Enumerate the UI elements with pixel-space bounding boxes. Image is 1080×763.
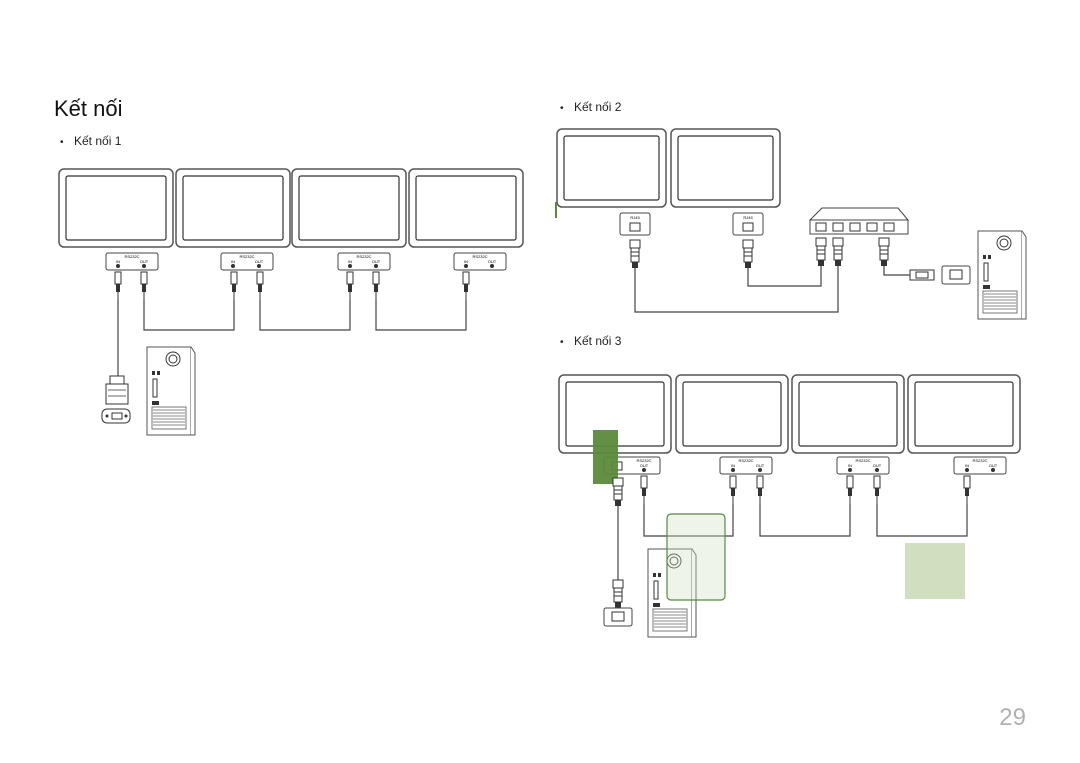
port-label-rj45: RJ45 — [630, 215, 640, 220]
port-panel: RS232C IN OUT — [836, 456, 890, 475]
monitor: RS232C IN OUT — [58, 168, 174, 271]
port-panel: RS232C IN OUT — [719, 456, 773, 475]
port-label-out: OUT — [372, 259, 381, 264]
port-label-out: OUT — [873, 463, 882, 468]
port-panel: RS232C IN OUT — [953, 456, 1007, 475]
page-title: Kết nối — [54, 96, 123, 121]
port-label-out: OUT — [989, 463, 998, 468]
monitor — [556, 128, 667, 208]
monitor — [907, 374, 1021, 454]
monitor: RS232C IN OUT — [408, 168, 524, 271]
port-label-out: OUT — [488, 259, 497, 264]
monitor — [675, 374, 789, 454]
port-label-in: IN — [731, 463, 735, 468]
rj45-port: RJ45 — [619, 212, 651, 236]
port-label-in: IN — [965, 463, 969, 468]
network-hub — [808, 207, 910, 235]
port-label-rs232c: RS232C — [972, 458, 987, 463]
port-label-in: IN — [348, 259, 352, 264]
port-label-out: OUT — [640, 463, 649, 468]
monitor: RS232C IN OUT — [175, 168, 291, 271]
port-label-in: IN — [231, 259, 235, 264]
pc-tower — [977, 230, 1027, 320]
bullet-icon: • — [560, 103, 564, 114]
section-label-connection-2: •Kết nối 2 — [560, 100, 622, 114]
port-label-in: IN — [116, 259, 120, 264]
monitor: RS232C IN OUT — [291, 168, 407, 271]
highlight-mark — [593, 430, 618, 484]
highlight-mark — [555, 202, 557, 218]
port-label-rs232c: RS232C — [636, 458, 651, 463]
monitor — [791, 374, 905, 454]
connection-2-diagram: RJ45 RJ45 — [555, 128, 1027, 320]
port-label-out: OUT — [255, 259, 264, 264]
port-label-rs232c: RS232C — [738, 458, 753, 463]
rj45-port: RJ45 — [732, 212, 764, 236]
highlight-box — [905, 543, 965, 599]
port-label-rs232c: RS232C — [124, 254, 139, 259]
bullet-icon: • — [560, 337, 564, 348]
port-label-rs232c: RS232C — [855, 458, 870, 463]
connection-1-diagram: RS232C IN OUT RS232C IN OUT RS232C IN OU… — [58, 168, 524, 436]
port-label-rs232c: RS232C — [239, 254, 254, 259]
stereo-cable — [114, 271, 470, 376]
port-label-out: OUT — [140, 259, 149, 264]
d-sub-connector — [101, 375, 131, 424]
pc-tower — [146, 346, 196, 436]
page-number: 29 — [999, 704, 1026, 731]
highlight-frame — [666, 513, 726, 601]
lan-cable — [629, 237, 971, 313]
bullet-icon: • — [60, 137, 64, 148]
port-label-in: IN — [464, 259, 468, 264]
section-label-connection-1: •Kết nối 1 — [60, 134, 122, 148]
monitor — [670, 128, 781, 208]
monitor — [558, 374, 672, 454]
port-label-out: OUT — [756, 463, 765, 468]
port-label-rs232c: RS232C — [472, 254, 487, 259]
stereo-cable — [640, 475, 971, 537]
section-label-connection-3: •Kết nối 3 — [560, 334, 622, 348]
connection-3-diagram: RS232C OUT RS232C IN OUT RS232C IN OUT R… — [558, 374, 1021, 638]
port-label-rs232c: RS232C — [356, 254, 371, 259]
port-label-in: IN — [848, 463, 852, 468]
lan-cable — [603, 477, 633, 627]
port-label-rj45: RJ45 — [743, 215, 753, 220]
